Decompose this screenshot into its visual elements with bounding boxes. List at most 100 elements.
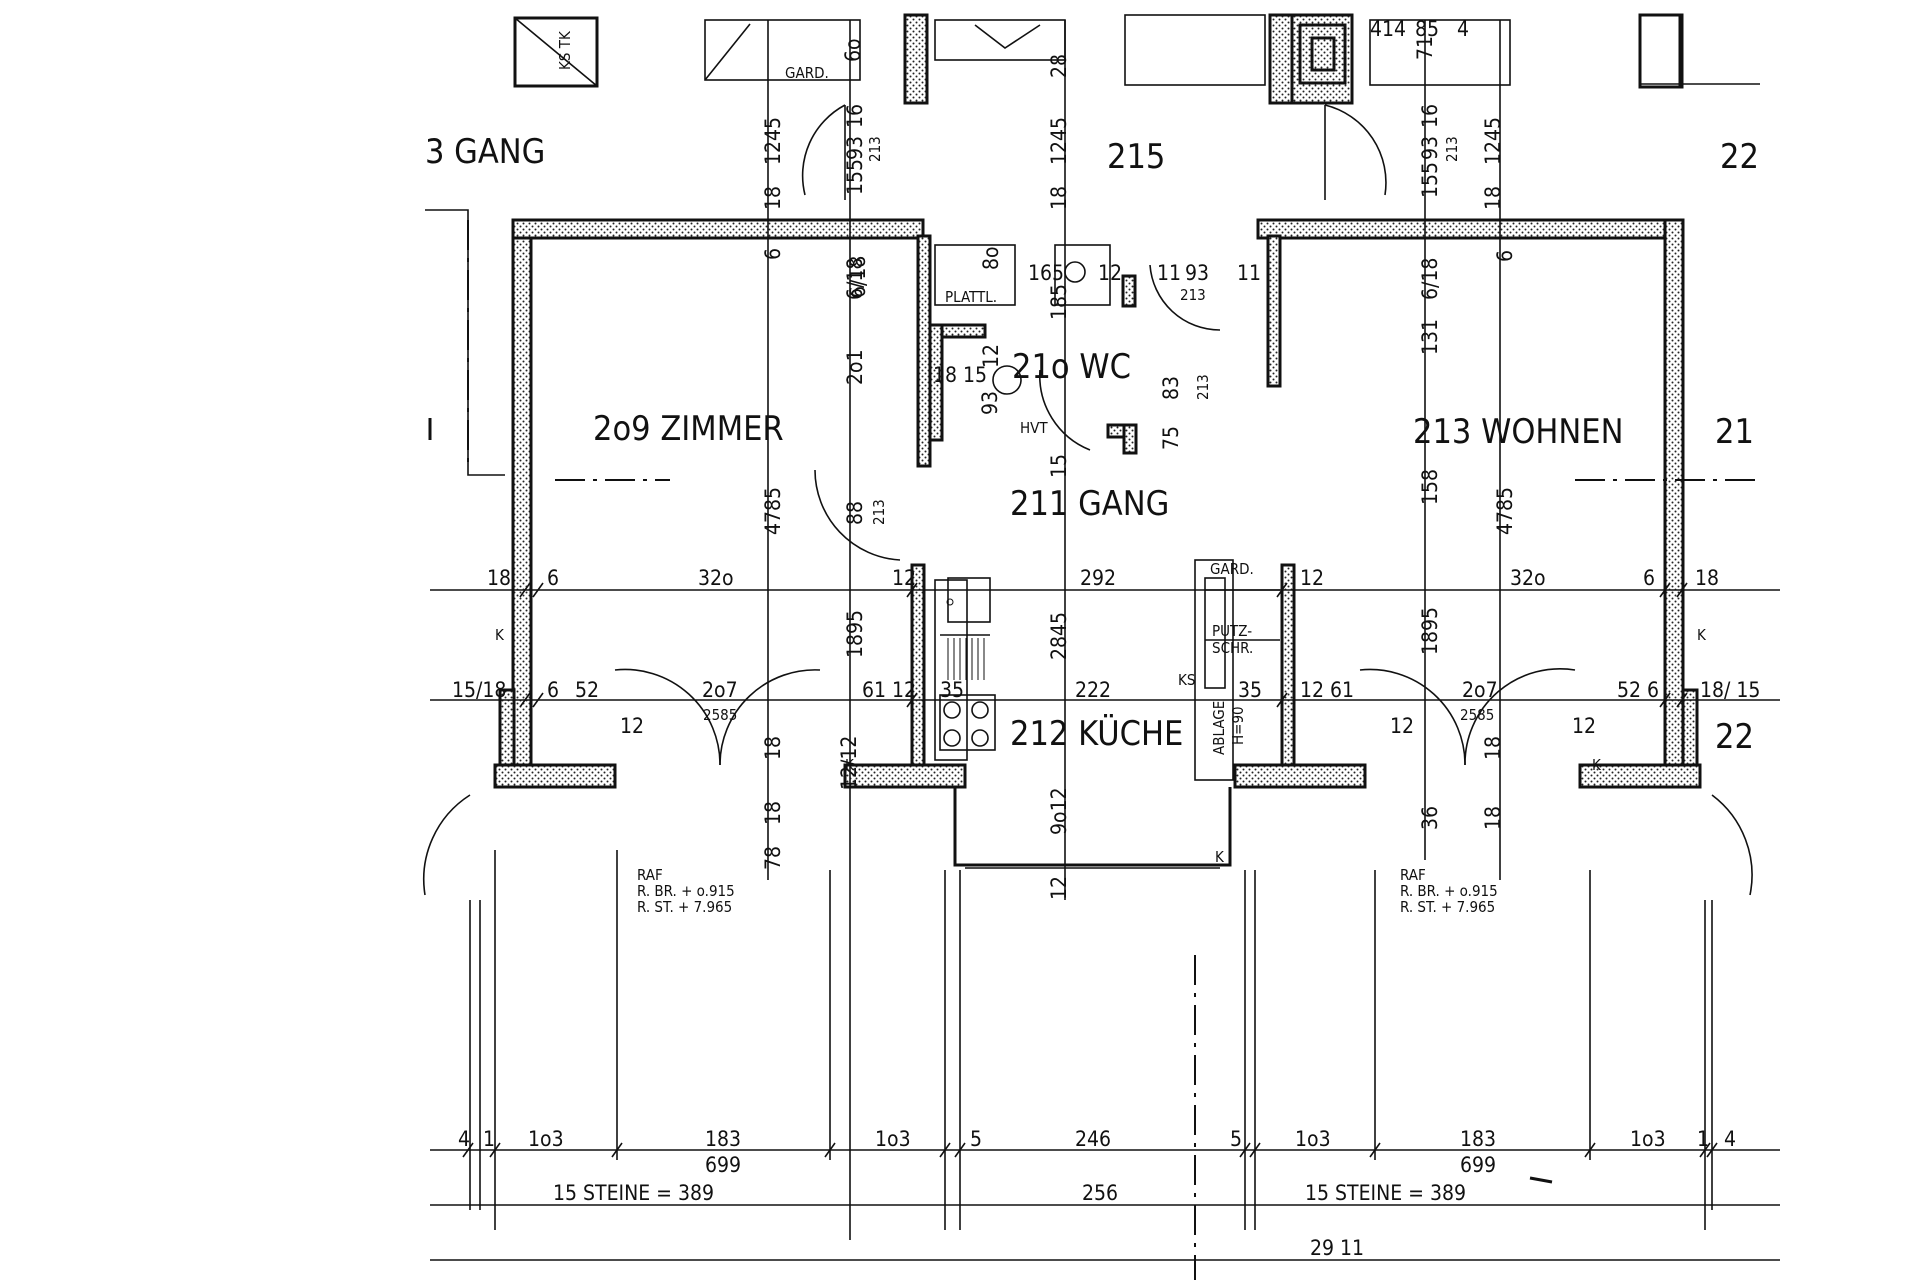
svg-text:52: 52 [575, 678, 599, 702]
svg-text:4: 4 [1724, 1127, 1736, 1151]
svg-text:699: 699 [1460, 1153, 1496, 1177]
svg-text:28: 28 [1047, 54, 1071, 78]
svg-text:8o: 8o [979, 246, 1003, 270]
room-labels: 3 GANG 215 22 2o9 ZIMMER 21o WC 211 GANG… [425, 132, 1759, 757]
k-kitchen-label: K [1215, 848, 1225, 866]
svg-text:RAF: RAF [637, 866, 663, 884]
svg-text:213: 213 [1180, 286, 1206, 304]
room-kueche: 212 KÜCHE [1010, 713, 1183, 754]
room-wc: 21o WC [1012, 347, 1131, 387]
svg-text:11: 11 [1157, 261, 1181, 285]
room-zimmer: 2o9 ZIMMER [593, 409, 784, 449]
room-21-right: 21 [1715, 412, 1754, 452]
svg-text:2585: 2585 [703, 706, 737, 724]
svg-text:9o12: 9o12 [1047, 787, 1071, 835]
svg-text:16: 16 [1418, 104, 1442, 128]
svg-text:15: 15 [963, 363, 987, 387]
svg-text:35: 35 [940, 678, 964, 702]
svg-text:414: 414 [1370, 17, 1406, 41]
svg-text:71: 71 [1413, 36, 1437, 60]
svg-text:155: 155 [843, 159, 867, 195]
svg-text:6: 6 [1643, 566, 1655, 590]
svg-text:5: 5 [970, 1127, 982, 1151]
ablage-label: ABLAGE [1210, 701, 1228, 755]
raf-note-right: RAF R. BR. + o.915 R. ST. + 7.965 [1400, 866, 1498, 916]
svg-text:52: 52 [1617, 678, 1641, 702]
raf-note-left: RAF R. BR. + o.915 R. ST. + 7.965 [637, 866, 735, 916]
svg-text:1: 1 [483, 1127, 495, 1151]
svg-text:32o: 32o [698, 566, 734, 590]
room-22-top: 22 [1720, 137, 1759, 177]
svg-text:213: 213 [870, 499, 888, 525]
svg-text:6: 6 [1493, 250, 1517, 262]
svg-text:18: 18 [1481, 186, 1505, 210]
dimension-text-wc: 8o 165 12 11 93 11 213 6/18 185 12 18 15… [846, 246, 1261, 478]
svg-text:2o7: 2o7 [1462, 678, 1498, 702]
svg-text:R. BR. + o.915: R. BR. + o.915 [1400, 882, 1498, 900]
svg-text:12: 12 [1300, 566, 1324, 590]
dimension-text-row2: 15/18 6 52 2o7 2585 61 12 35 222 35 12 6… [452, 678, 1760, 724]
svg-text:18: 18 [1047, 186, 1071, 210]
svg-text:12: 12 [1300, 678, 1324, 702]
svg-text:131: 131 [1418, 319, 1442, 355]
svg-text:R. ST. + 7.965: R. ST. + 7.965 [637, 898, 732, 916]
svg-text:12: 12 [892, 566, 916, 590]
steine-mid: 256 [1082, 1181, 1118, 1205]
svg-text:18: 18 [761, 736, 785, 760]
svg-text:4: 4 [1457, 17, 1469, 41]
svg-text:78: 78 [761, 846, 785, 870]
svg-text:4785: 4785 [1493, 487, 1517, 535]
room-22-bottom-right: 22 [1715, 717, 1754, 757]
svg-text:1895: 1895 [1418, 607, 1442, 655]
putz-label: PUTZ- [1212, 622, 1252, 640]
svg-text:4785: 4785 [761, 487, 785, 535]
svg-text:6: 6 [1647, 678, 1659, 702]
svg-text:2585: 2585 [1460, 706, 1494, 724]
svg-text:6/18: 6/18 [843, 258, 867, 300]
svg-text:185: 185 [1047, 284, 1071, 320]
svg-text:18: 18 [1695, 566, 1719, 590]
svg-text:1245: 1245 [1047, 117, 1071, 165]
svg-text:155: 155 [1418, 162, 1442, 198]
svg-text:93: 93 [978, 391, 1002, 415]
svg-text:6o: 6o [841, 38, 865, 62]
svg-text:RAF: RAF [1400, 866, 1426, 884]
svg-text:6/18: 6/18 [1418, 258, 1442, 300]
svg-text:85: 85 [1415, 17, 1439, 41]
svg-text:15/18: 15/18 [452, 678, 506, 702]
steine-left: 15 STEINE = 389 [553, 1181, 714, 1205]
svg-text:R. ST. + 7.965: R. ST. + 7.965 [1400, 898, 1495, 916]
dimension-text-row1: 18 6 32o 12 292 12 32o 6 18 [487, 566, 1719, 590]
svg-text:1o3: 1o3 [1630, 1127, 1666, 1151]
svg-text:1o3: 1o3 [528, 1127, 564, 1151]
svg-text:88: 88 [843, 501, 867, 525]
k-right-label: K [1697, 626, 1707, 644]
svg-text:213: 213 [1194, 374, 1212, 400]
dimension-text-bottom: 4 1 1o3 183 1o3 5 246 5 1o3 183 1o3 1 4 … [458, 1127, 1736, 1260]
svg-text:183: 183 [705, 1127, 741, 1151]
gard-mid-label: GARD. [1210, 560, 1254, 578]
svg-text:35: 35 [1238, 678, 1262, 702]
svg-text:12: 12 [1098, 261, 1122, 285]
svg-text:18: 18 [487, 566, 511, 590]
svg-text:6: 6 [547, 566, 559, 590]
fixtures [934, 244, 1280, 751]
room-215: 215 [1107, 137, 1165, 177]
annotation-labels: GARD. KS TK PLATTL. HVT GARD. PUTZ- SCHR… [495, 30, 1707, 866]
svg-text:18: 18 [933, 363, 957, 387]
svg-text:75: 75 [1159, 426, 1183, 450]
top-elements [425, 13, 1760, 476]
svg-text:83: 83 [1159, 376, 1183, 400]
svg-text:1245: 1245 [1481, 117, 1505, 165]
svg-text:1895: 1895 [843, 610, 867, 658]
svg-text:2o7: 2o7 [702, 678, 738, 702]
svg-text:699: 699 [705, 1153, 741, 1177]
svg-text:2o1: 2o1 [843, 349, 867, 385]
svg-text:18: 18 [761, 186, 785, 210]
k-left-label: K [495, 626, 505, 644]
plattl-label: PLATTL. [945, 288, 997, 306]
svg-text:18/ 15: 18/ 15 [1700, 678, 1760, 702]
dimension-text-vertical: 1895 2845 1895 12 18 12/12 12 18 12 18 3… [620, 607, 1596, 900]
ks-tk-label: KS TK [556, 30, 574, 70]
